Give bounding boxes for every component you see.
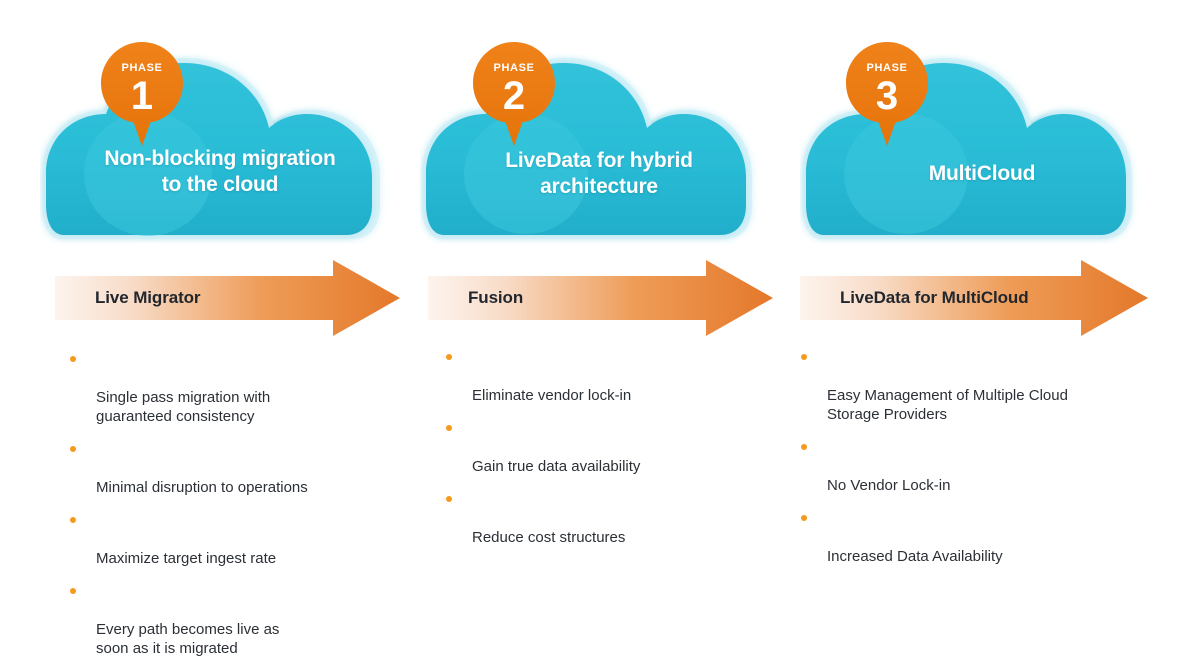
phase-1-arrow: Live Migrator [55, 258, 400, 338]
phase-column-1: Non-blocking migration to the cloud PHAS… [0, 0, 410, 657]
phase-1-badge-number: 1 [130, 74, 154, 118]
arrow-right-icon [428, 260, 773, 336]
phase-3-badge-number: 3 [875, 74, 899, 118]
phase-3-badge: PHASE 3 [844, 40, 930, 150]
phase-3-arrow: LiveData for MultiCloud [800, 258, 1148, 338]
phase-3-arrow-label: LiveData for MultiCloud [840, 288, 1029, 307]
phase-pin-icon [101, 42, 183, 146]
phase-pin-icon [473, 42, 555, 146]
phase-2-badge: PHASE 2 [471, 40, 557, 150]
arrow-right-icon [55, 260, 400, 336]
list-item-text: Eliminate vendor lock-in [472, 387, 632, 404]
bullet-dot-icon [70, 446, 76, 452]
phase-1-badge: PHASE 1 [99, 40, 185, 150]
list-item: Single pass migration with guaranteed co… [64, 350, 394, 426]
list-item: No Vendor Lock-in [795, 438, 1145, 495]
list-item-text: No Vendor Lock-in [827, 477, 951, 494]
list-item: Eliminate vendor lock-in [440, 348, 770, 405]
phase-3-badge-label: PHASE [866, 62, 908, 74]
list-item-text: Maximize target ingest rate [96, 550, 277, 567]
phase-2-badge-label: PHASE [493, 62, 535, 74]
phase-2-bullet-list: Eliminate vendor lock-in Gain true data … [440, 348, 770, 561]
phase-column-2: LiveData for hybrid architecture PHASE 2 [410, 0, 780, 546]
list-item-text: Minimal disruption to operations [96, 479, 308, 496]
phase-2-arrow: Fusion [428, 258, 773, 338]
phase-1-cloud: Non-blocking migration to the cloud [40, 54, 400, 244]
phase-1-badge-label: PHASE [121, 62, 163, 74]
phase-3-bullet-list: Easy Management of Multiple Cloud Storag… [795, 348, 1145, 580]
phase-1-arrow-label: Live Migrator [95, 288, 201, 307]
bullet-dot-icon [801, 444, 807, 450]
list-item: Gain true data availability [440, 419, 770, 476]
phase-1-bullet-list: Single pass migration with guaranteed co… [64, 350, 394, 672]
bullet-dot-icon [70, 588, 76, 594]
phased-migration-infographic: Non-blocking migration to the cloud PHAS… [0, 0, 1200, 657]
phase-2-arrow-label: Fusion [468, 288, 524, 307]
bullet-dot-icon [446, 354, 452, 360]
list-item-text: Gain true data availability [472, 458, 641, 475]
bullet-dot-icon [70, 356, 76, 362]
list-item: Easy Management of Multiple Cloud Storag… [795, 348, 1145, 424]
bullet-dot-icon [801, 515, 807, 521]
list-item: Minimal disruption to operations [64, 440, 394, 497]
list-item: Increased Data Availability [795, 509, 1145, 566]
list-item-text: Single pass migration with guaranteed co… [96, 389, 271, 425]
list-item: Maximize target ingest rate [64, 511, 394, 568]
arrow-right-icon [800, 260, 1148, 336]
list-item-text: Increased Data Availability [827, 548, 1003, 565]
bullet-dot-icon [446, 496, 452, 502]
list-item: Every path becomes live as soon as it is… [64, 582, 394, 658]
phase-column-3: MultiCloud PHASE 3 [780, 0, 1200, 565]
bullet-dot-icon [446, 425, 452, 431]
bullet-dot-icon [70, 517, 76, 523]
list-item-text: Easy Management of Multiple Cloud Storag… [827, 387, 1068, 423]
list-item-text: Every path becomes live as soon as it is… [96, 621, 280, 657]
cloud-shape-icon [42, 58, 380, 239]
bullet-dot-icon [801, 354, 807, 360]
list-item: Reduce cost structures [440, 490, 770, 547]
phase-pin-icon [846, 42, 928, 146]
phase-2-badge-number: 2 [502, 74, 526, 118]
list-item-text: Reduce cost structures [472, 529, 626, 546]
